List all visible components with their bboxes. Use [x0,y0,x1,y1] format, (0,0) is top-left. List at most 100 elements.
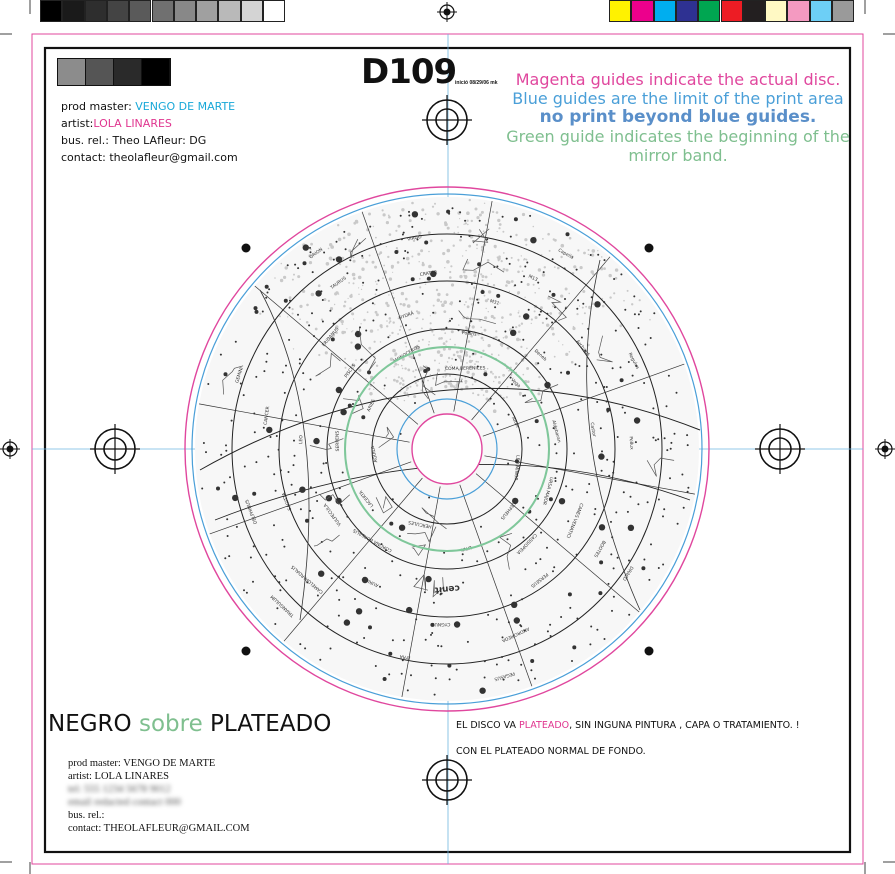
constellation-line [596,335,613,363]
milky-way-speck [352,330,354,332]
star [667,374,670,377]
density-swatch [114,59,142,85]
star [201,487,204,490]
star [354,343,362,350]
milky-way-speck [428,341,431,343]
star [433,693,436,696]
star [507,621,510,624]
blue-guide-warning: no print beyond blue guides. [539,107,817,127]
star [511,383,514,386]
star [470,283,473,285]
milky-way-speck [473,281,476,284]
milky-way-speck [507,370,510,372]
milky-way-speck [361,298,365,302]
milky-way-speck [466,211,470,215]
milky-way-speck [487,298,490,301]
milky-way-speck [444,332,447,335]
milky-way-speck [468,229,472,233]
star [546,312,549,315]
milky-way-speck [438,362,440,364]
milky-way-speck [310,292,315,297]
star [235,525,238,528]
star [369,225,372,228]
milky-way-speck [408,355,412,358]
star [553,566,556,569]
star [293,439,295,442]
milky-way-speck [502,373,505,377]
star [600,469,603,472]
star [480,290,485,294]
milky-way-speck [395,229,398,232]
milky-way-speck [600,256,603,258]
milky-way-speck [490,314,494,319]
star [554,480,557,482]
milky-way-speck [352,282,355,285]
star [347,403,352,408]
star [297,313,299,316]
milky-way-speck [357,275,362,280]
milky-way-speck [456,350,459,354]
star [415,618,418,621]
star [335,256,343,263]
star [571,488,574,491]
milky-way-speck [416,317,419,319]
star [450,317,453,320]
star [266,426,273,434]
milky-way-speck [454,378,457,380]
constellation-line [548,295,567,321]
declination-circle [231,233,663,665]
milky-way-speck [344,357,347,360]
star [543,351,546,354]
star [266,352,269,355]
star [466,640,469,643]
milky-way-speck [355,220,359,224]
milky-way-speck [497,218,501,223]
star [480,525,482,528]
star [650,543,652,546]
milky-way-speck [402,383,405,386]
milky-way-speck [388,294,390,296]
milky-way-speck [487,344,491,348]
star [555,452,558,455]
star [497,339,500,342]
star [545,317,548,320]
milky-way-speck [386,325,389,328]
milky-way-speck [515,362,518,365]
gray-step-swatch [62,0,85,22]
milky-way-speck [588,305,592,310]
star [534,677,536,680]
process-color-swatch [832,0,855,22]
milky-way-speck [497,354,500,356]
star [253,412,256,415]
star [265,296,268,299]
milky-way-speck [318,353,321,357]
redacted-line: email redacted contact 000 [68,797,181,808]
blue-guide-note: Blue guides are the limit of the print a… [512,89,844,108]
milky-way-speck [431,205,435,208]
star [448,678,451,681]
milky-way-speck [451,357,454,360]
constellation-line [458,310,496,325]
milky-way-speck [482,349,485,352]
milky-way-speck [392,292,394,294]
milky-way-speck [374,280,377,283]
star [586,491,589,494]
milky-way-speck [504,335,508,339]
milky-way-speck [450,303,453,306]
milky-way-speck [466,370,470,374]
milky-way-speck [408,219,412,223]
star [326,625,329,628]
milky-way-speck [397,376,400,379]
milky-way-speck [585,305,587,308]
star [440,645,443,648]
star [535,518,538,521]
milky-way-speck [542,238,544,240]
star [361,576,369,584]
milky-way-speck [475,243,479,246]
star [584,349,587,352]
star [252,491,257,496]
star [527,308,530,311]
milky-way-speck [391,331,394,335]
star [379,243,382,246]
star [476,365,479,368]
